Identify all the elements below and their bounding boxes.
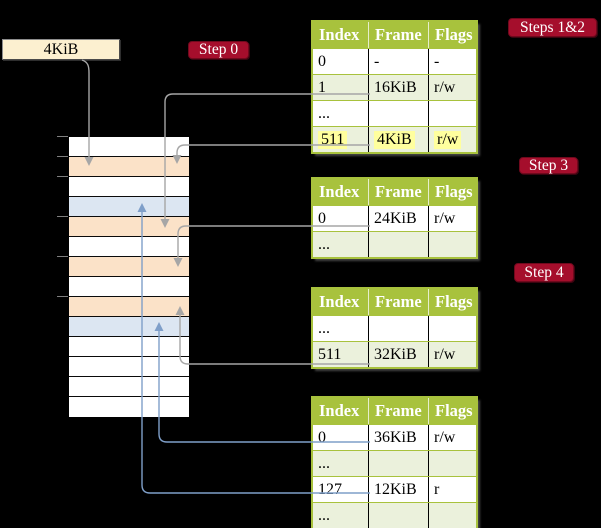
step4-badge: Step 4 xyxy=(514,263,574,282)
memory-row-12 xyxy=(69,377,189,397)
table-cell: ... xyxy=(318,235,330,253)
column-header-index: Index xyxy=(319,292,360,311)
table-cell xyxy=(368,503,428,528)
table-cell: r/w xyxy=(428,425,476,450)
memory-row-13 xyxy=(69,397,189,417)
memory-row-1 xyxy=(69,157,189,177)
table-cell: r/w xyxy=(428,206,476,231)
column-header-index: Index xyxy=(319,182,360,201)
highlighted-value: r/w xyxy=(434,130,462,149)
table-cell: ... xyxy=(318,506,330,524)
memory-row-2 xyxy=(69,177,189,197)
page-table-step-3-row-1: ... xyxy=(313,231,476,257)
table-cell: - xyxy=(428,49,476,74)
memory-row-4 xyxy=(69,217,189,237)
page-table-steps-1-2-row-3: 511 4KiB r/w xyxy=(313,126,476,152)
step3-badge: Step 3 xyxy=(519,157,578,174)
table-cell: r/w xyxy=(428,127,476,152)
memory-row-9 xyxy=(69,317,189,337)
address-tick-3 xyxy=(57,216,68,217)
address-tick-2 xyxy=(57,176,68,177)
highlighted-value: 4KiB xyxy=(374,130,415,149)
table-cell: ... xyxy=(318,319,330,337)
column-header-index: Index xyxy=(319,401,360,420)
table-cell xyxy=(368,316,428,341)
page-table-steps-1-2-row-0: 0 -- xyxy=(313,48,476,74)
highlighted-value: 511 xyxy=(318,130,348,149)
column-header-flags: Flags xyxy=(428,179,476,205)
address-tick-1 xyxy=(57,156,68,157)
table-cell xyxy=(428,451,476,476)
table-cell xyxy=(368,451,428,476)
address-tick-4 xyxy=(57,256,68,257)
page-size-box: 4KiB xyxy=(2,39,120,60)
memory-row-11 xyxy=(69,357,189,377)
table-cell: 127 xyxy=(318,480,342,498)
column-header-index: Index xyxy=(319,25,360,44)
table-cell: 0 xyxy=(318,428,326,446)
table-cell xyxy=(428,101,476,126)
table-cell: 4KiB xyxy=(368,127,428,152)
steps-1-2-badge: Steps 1&2 xyxy=(508,18,597,37)
page-table-steps-1-2-row-2: ... xyxy=(313,100,476,126)
physical-memory-stack xyxy=(68,136,190,418)
table-cell: 32KiB xyxy=(368,342,428,367)
table-cell: ... xyxy=(318,454,330,472)
table-cell xyxy=(428,316,476,341)
column-header-frame: Frame xyxy=(368,398,428,424)
table-cell xyxy=(428,503,476,528)
table-cell: 511 xyxy=(318,345,342,363)
column-header-frame: Frame xyxy=(368,22,428,48)
table-cell: r/w xyxy=(428,342,476,367)
table-cell: r/w xyxy=(428,75,476,100)
table-cell: 0 xyxy=(318,52,326,70)
page-table-final-row-3: ... xyxy=(313,502,476,528)
table-cell: - xyxy=(368,49,428,74)
column-header-frame: Frame xyxy=(368,179,428,205)
memory-row-10 xyxy=(69,337,189,357)
memory-row-0 xyxy=(69,137,189,157)
table-cell xyxy=(428,232,476,257)
memory-row-3 xyxy=(69,197,189,217)
table-cell: 0 xyxy=(318,209,326,227)
table-cell: 24KiB xyxy=(368,206,428,231)
table-cell: 511 xyxy=(313,127,368,152)
page-table-final-row-1: ... xyxy=(313,450,476,476)
step0-badge: Step 0 xyxy=(188,41,249,59)
address-tick-5 xyxy=(57,296,68,297)
memory-row-7 xyxy=(69,277,189,297)
table-cell: 36KiB xyxy=(368,425,428,450)
column-header-flags: Flags xyxy=(428,398,476,424)
table-cell xyxy=(368,232,428,257)
column-header-flags: Flags xyxy=(428,22,476,48)
memory-row-5 xyxy=(69,237,189,257)
column-header-frame: Frame xyxy=(368,289,428,315)
table-cell: r xyxy=(428,477,476,502)
table-cell: 1 xyxy=(318,78,326,96)
page-size-label: 4KiB xyxy=(43,40,79,58)
page-table-step-4-row-0: ... xyxy=(313,315,476,341)
table-cell xyxy=(368,101,428,126)
table-cell: 12KiB xyxy=(368,477,428,502)
table-cell: ... xyxy=(318,104,330,122)
column-header-flags: Flags xyxy=(428,289,476,315)
memory-row-8 xyxy=(69,297,189,317)
memory-row-6 xyxy=(69,257,189,277)
address-tick-0 xyxy=(57,136,68,137)
table-cell: 16KiB xyxy=(368,75,428,100)
